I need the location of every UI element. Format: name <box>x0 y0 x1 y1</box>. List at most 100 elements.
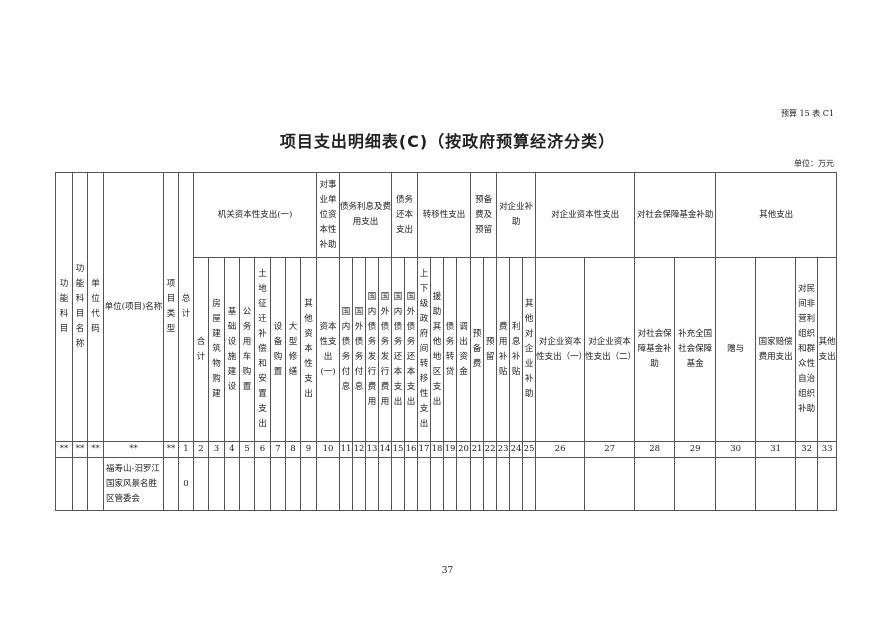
column-code: 30 <box>715 441 757 458</box>
table-cell <box>224 457 240 511</box>
column-header: 单位代码 <box>87 172 104 442</box>
table-cell <box>715 457 757 511</box>
column-code: 2 <box>193 441 209 458</box>
table-cell <box>365 457 380 511</box>
column-header: 项目类型 <box>163 172 179 442</box>
column-group-header: 对社会保障基金补助 <box>634 172 717 258</box>
column-group-header: 转移性支出 <box>417 172 472 258</box>
column-code: 27 <box>584 441 636 458</box>
column-code: 28 <box>634 441 676 458</box>
column-code: 4 <box>224 441 240 458</box>
column-header: 对社会保障基金补助 <box>634 257 676 442</box>
column-code: 12 <box>352 441 367 458</box>
unit-label: 单位：万元 <box>794 159 834 168</box>
column-header: 国外债务发行费用 <box>378 257 393 442</box>
table-cell <box>755 457 797 511</box>
table-cell <box>270 457 286 511</box>
column-code: ** <box>103 441 164 458</box>
table-cell <box>417 457 432 511</box>
table-cell <box>55 457 73 511</box>
column-header: 其他资本性支出 <box>299 257 318 442</box>
column-code: 21 <box>470 441 485 458</box>
column-header: 预备费 <box>470 257 485 442</box>
column-code: 29 <box>674 441 717 458</box>
column-code: 33 <box>817 441 838 458</box>
column-header: 对企业资本性支出（一） <box>535 257 586 442</box>
table-cell <box>470 457 485 511</box>
column-code: 7 <box>270 441 286 458</box>
column-header: 功能科目名称 <box>72 172 88 442</box>
column-code: 5 <box>239 441 255 458</box>
column-header: 功能科目 <box>55 172 73 442</box>
column-header: 预留 <box>483 257 498 442</box>
table-cell <box>239 457 255 511</box>
column-header: 设备购置 <box>270 257 286 442</box>
table-cell <box>483 457 498 511</box>
column-group-header: 对企业资本性支出 <box>535 172 636 258</box>
column-header: 援助其他地区支出 <box>430 257 445 442</box>
column-header: 国内债务发行费用 <box>365 257 380 442</box>
table-cell <box>522 457 537 511</box>
column-header: 债务转贷 <box>443 257 458 442</box>
column-code: 10 <box>316 441 341 458</box>
column-code: 24 <box>509 441 524 458</box>
table-cell <box>391 457 406 511</box>
column-header: 调出资金 <box>456 257 472 442</box>
table-cell <box>443 457 458 511</box>
column-header: 其他对企业补助 <box>522 257 537 442</box>
table-cell <box>430 457 445 511</box>
project-expenditure-table: 功能科目功能科目名称单位代码单位(项目)名称项目类型总计机关资本性支出(一)对事… <box>55 172 838 511</box>
column-code: 19 <box>443 441 458 458</box>
column-header: 对企业资本性支出（二） <box>584 257 636 442</box>
column-code: ** <box>72 441 88 458</box>
table-cell <box>208 457 225 511</box>
column-code: 14 <box>378 441 393 458</box>
column-header: 国内债务还本支出 <box>391 257 406 442</box>
column-group-header: 债务还本支出 <box>391 172 419 258</box>
column-code: 16 <box>404 441 419 458</box>
column-header: 基础设施建设 <box>224 257 240 442</box>
form-code: 预算 15 表 C1 <box>780 109 834 118</box>
column-code: 20 <box>456 441 472 458</box>
table-cell: 福寿山-汨罗江国家风景名胜区管委会 <box>103 457 164 511</box>
column-header: 上下级政府间转移性支出 <box>417 257 432 442</box>
table-cell <box>339 457 354 511</box>
column-code: 32 <box>795 441 819 458</box>
table-cell <box>163 457 179 511</box>
column-header: 补充全国社会保障基金 <box>674 257 717 442</box>
column-code: 8 <box>285 441 301 458</box>
column-code: 22 <box>483 441 498 458</box>
column-code: 25 <box>522 441 537 458</box>
column-header: 赠与 <box>715 257 757 442</box>
column-header: 其他支出 <box>817 257 838 442</box>
column-header: 公务用车购置 <box>239 257 255 442</box>
table-cell <box>584 457 636 511</box>
table-cell <box>352 457 367 511</box>
column-header: 合计 <box>193 257 209 442</box>
column-code: 13 <box>365 441 380 458</box>
table-cell <box>254 457 271 511</box>
table-cell <box>496 457 511 511</box>
column-code: 9 <box>299 441 318 458</box>
table-cell <box>285 457 301 511</box>
table-cell <box>193 457 209 511</box>
column-code: 17 <box>417 441 432 458</box>
column-code: 18 <box>430 441 445 458</box>
column-group-header: 债务利息及费用支出 <box>339 172 393 258</box>
table-cell <box>509 457 524 511</box>
column-group-header: 对事业单位资本性补助 <box>316 172 341 258</box>
column-code: 23 <box>496 441 511 458</box>
table-cell <box>634 457 676 511</box>
table-cell <box>299 457 318 511</box>
column-header: 单位(项目)名称 <box>103 172 164 442</box>
column-code: ** <box>87 441 104 458</box>
table-cell <box>404 457 419 511</box>
table-cell <box>674 457 717 511</box>
column-header: 国外债务还本支出 <box>404 257 419 442</box>
column-code: 15 <box>391 441 406 458</box>
column-code: 26 <box>535 441 586 458</box>
column-header: 大型修缮 <box>285 257 301 442</box>
column-code: ** <box>55 441 73 458</box>
